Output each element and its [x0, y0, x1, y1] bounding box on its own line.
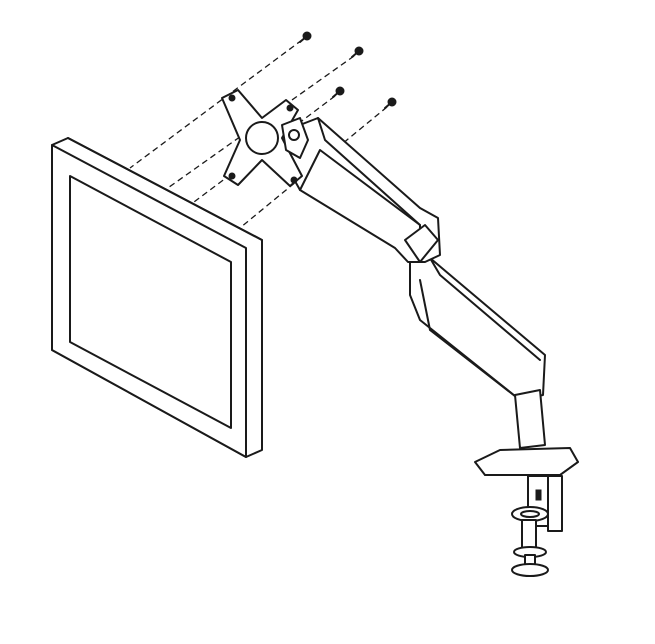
screw-icon: [332, 86, 345, 98]
guide-line: [234, 106, 388, 233]
monitor-screen: [69, 175, 232, 429]
desk-clamp: [474, 447, 579, 577]
arm-lower-segment: [409, 257, 546, 449]
screw-icon: [299, 31, 312, 43]
screw-icon: [384, 97, 397, 109]
arm-upper-segment: [285, 117, 441, 263]
monitor: [51, 137, 263, 458]
guide-line: [129, 39, 303, 169]
screw-icon: [351, 46, 364, 58]
vesa-mounting-plate: [221, 89, 309, 187]
screws: [299, 31, 397, 109]
